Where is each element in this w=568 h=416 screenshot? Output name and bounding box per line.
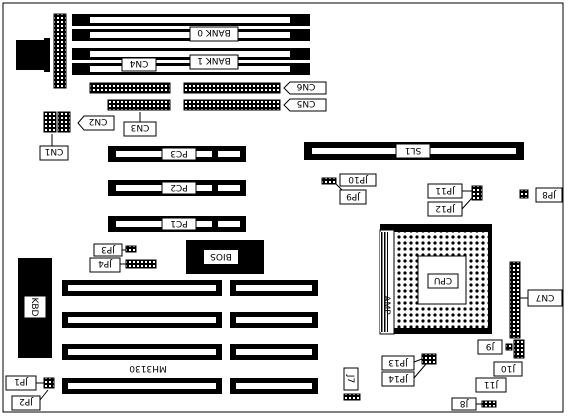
svg-text:CPU: CPU (434, 275, 452, 285)
svg-text:CN5: CN5 (297, 98, 316, 108)
svg-text:KBD: KBD (29, 297, 39, 316)
bios-chip: BIOS (186, 240, 264, 274)
header-cn1 (43, 111, 57, 133)
power-connector (16, 38, 50, 72)
jumper-jp3: JP3 (93, 243, 137, 257)
pci-slot-2: PC2 (108, 180, 246, 196)
jumper-jp8: JP8 (519, 187, 563, 203)
svg-text:JP10: JP10 (348, 174, 369, 184)
svg-text:J8: J8 (460, 398, 470, 408)
jumper-j7: J7 (343, 367, 361, 401)
board-model-label: MH3130 (129, 363, 167, 373)
header-cn7: CN7 (509, 261, 563, 339)
svg-text:JP2: JP2 (19, 396, 34, 406)
svg-text:JP8: JP8 (542, 189, 557, 199)
svg-text:JP4: JP4 (98, 258, 113, 268)
svg-text:SL1: SL1 (405, 145, 421, 155)
svg-text:JP14: JP14 (388, 373, 409, 383)
pci-slot-3: PC3 (108, 146, 246, 162)
svg-text:CN3: CN3 (131, 122, 150, 132)
svg-text:JP13: JP13 (388, 357, 409, 367)
simm-bank-1: BANK 1 CN4 (72, 48, 310, 75)
slot-sl1: SL1 (304, 142, 524, 160)
jumper-j8: J8 (451, 397, 497, 411)
svg-text:JP1: JP1 (14, 376, 29, 386)
svg-text:PC1: PC1 (170, 218, 187, 228)
svg-text:JP11: JP11 (435, 185, 456, 195)
svg-text:CN6: CN6 (296, 81, 315, 91)
jumper-j9: J9 (477, 339, 513, 355)
header-cn5 (183, 99, 281, 111)
cn6-tag: CN6 (283, 81, 327, 95)
svg-text:PC3: PC3 (170, 148, 187, 158)
header-cn2 (57, 111, 71, 133)
jumper-j10: J10 (493, 339, 525, 377)
svg-text:J11: J11 (484, 379, 499, 389)
isa-slots (62, 280, 318, 394)
jumper-j11: J11 (475, 377, 507, 393)
keyboard-connector: KBD (18, 258, 52, 358)
svg-text:J10: J10 (501, 363, 516, 373)
svg-text:PC2: PC2 (170, 182, 187, 192)
cn4-label: CN4 (129, 58, 148, 68)
cn5-tag: CN5 (283, 98, 327, 112)
pci-slot-1: PC1 (108, 216, 246, 232)
header-cn4 (89, 82, 171, 94)
svg-text:JP12: JP12 (435, 203, 456, 213)
svg-text:CN7: CN7 (536, 292, 555, 302)
header-cn6 (183, 82, 281, 94)
svg-text:CN2: CN2 (89, 116, 108, 126)
simm-bank-0: BANK 0 (72, 14, 310, 42)
jumper-jp13-jp14: JP13 JP14 (381, 353, 437, 387)
svg-text:BIOS: BIOS (210, 251, 232, 261)
cn1-tag: CN1 (39, 134, 69, 161)
cpu-socket: AMP CPU (379, 224, 492, 335)
svg-text:CN1: CN1 (45, 146, 64, 156)
svg-text:JP3: JP3 (101, 244, 116, 254)
bank-0-label: BANK 0 (197, 27, 231, 37)
bank-1-label: BANK 1 (197, 55, 231, 65)
amp-label: AMP (381, 295, 391, 315)
jumper-jp1-jp2: JP1 JP2 (5, 375, 55, 411)
vertical-header (53, 13, 67, 89)
jumper-jp4: JP4 (89, 257, 157, 273)
svg-text:JP9: JP9 (346, 191, 361, 201)
cn3-tag: CN3 (123, 112, 157, 137)
svg-text:J9: J9 (486, 341, 496, 351)
cn2-tag: CN2 (77, 115, 115, 131)
jumper-jp11-jp12: JP11 JP12 (427, 183, 483, 217)
header-cn3 (107, 99, 171, 111)
svg-text:J7: J7 (345, 374, 355, 383)
jumper-jp9-jp10: JP10 JP9 (321, 173, 377, 205)
